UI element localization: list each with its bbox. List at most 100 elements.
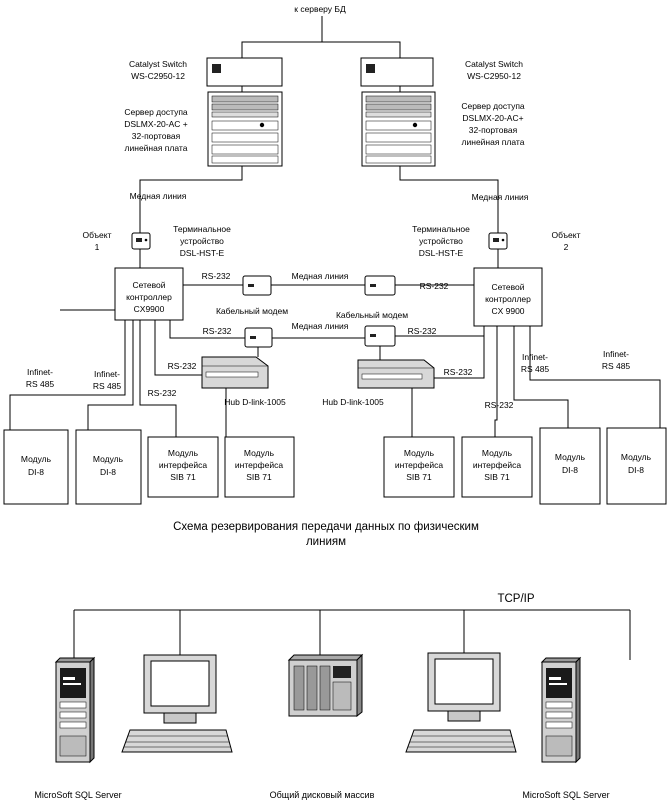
sql-server-left [54, 656, 96, 764]
terminal-right-line2: устройство [419, 236, 463, 246]
copper-line-left-label: Медная линия [130, 191, 187, 201]
copper-line-left [139, 166, 243, 233]
terminal-left-line3: DSL-HST-E [180, 248, 225, 258]
access-server-right-line2: DSLMX-20-AC+ [462, 113, 523, 123]
cable-modem-icon [244, 327, 273, 348]
caption-line2: линиям [306, 536, 346, 548]
switch-right-model: WS-C2950-12 [467, 71, 521, 81]
module-di8-2-line1: Модуль [93, 454, 124, 464]
dsl-terminal-left [131, 232, 151, 250]
module-sib71-1-line1: Модуль [168, 448, 199, 458]
cable-modem-lower-right [364, 325, 396, 347]
network-controller-right [473, 267, 543, 327]
terminal-left-line1: Терминальное [173, 224, 231, 234]
module-di8-1-line1: Модуль [21, 454, 52, 464]
server-tower-icon [540, 657, 582, 663]
cable-modem-icon [364, 275, 396, 296]
rs232-label: RS-232 [202, 271, 231, 281]
infinet-left-2-line2: RS 485 [93, 381, 122, 391]
module-sib71-4-line2: интерфейса [473, 460, 521, 470]
hub-right-label: Hub D-link-1005 [322, 397, 384, 407]
controller-left-line3: CX9900 [134, 304, 165, 314]
cable-modem-upper-right [364, 275, 396, 296]
object-2-label: Объект [552, 230, 581, 240]
module-di8-4 [606, 427, 667, 505]
controller-right-line2: контроллер [485, 294, 531, 304]
module-di8-1 [3, 429, 69, 505]
rs232-label: RS-232 [148, 388, 177, 398]
module-sib71-1 [147, 436, 219, 498]
infinet-right-1-line2: RS 485 [521, 364, 550, 374]
rs232-label: RS-232 [420, 281, 449, 291]
sql-server-right [540, 656, 582, 764]
cable-modem-icon [242, 275, 272, 296]
network-controller-left [114, 267, 184, 321]
module-sib71-4-line1: Модуль [482, 448, 513, 458]
sql-server-left-label: MicroSoft SQL Server [34, 790, 121, 800]
module-sib71-3-line1: Модуль [404, 448, 435, 458]
rs232-link [494, 326, 498, 437]
hub-left-label: Hub D-link-1005 [224, 397, 286, 407]
access-server-left-line4: линейная плата [125, 143, 188, 153]
sql-server-right-label: MicroSoft SQL Server [522, 790, 609, 800]
access-server-right-line3: 32-портовая [469, 125, 518, 135]
switch-logo-icon [366, 64, 375, 73]
workstation-right [405, 652, 517, 753]
switch-left [206, 57, 283, 87]
access-server-right-line4: линейная плата [462, 137, 525, 147]
module-sib71-4-line3: SIB 71 [484, 472, 510, 482]
infinet-left-2-line1: Infinet- [94, 369, 120, 379]
infinet-right-2-line1: Infinet- [603, 349, 629, 359]
switch-left-name: Catalyst Switch [129, 59, 187, 69]
object-1-label: Объект [83, 230, 112, 240]
copper-line-lower-label: Медная линия [292, 321, 349, 331]
copper-line-right-label: Медная линия [472, 192, 529, 202]
object-1-number: 1 [95, 242, 100, 252]
workstation-left [121, 654, 233, 753]
module-sib71-2-line2: интерфейса [235, 460, 283, 470]
access-server-left-line3: 32-портовая [132, 131, 181, 141]
hub-left [201, 356, 269, 389]
infinet-left-1-line1: Infinet- [27, 367, 53, 377]
module-sib71-3-line3: SIB 71 [406, 472, 432, 482]
module-sib71-2-line3: SIB 71 [246, 472, 272, 482]
infinet-left-1-line2: RS 485 [26, 379, 55, 389]
module-di8-3 [539, 427, 601, 505]
rs232-link [139, 320, 177, 437]
top-label: к серверу БД [294, 4, 346, 14]
storage-label: Общий дисковый массив [270, 790, 375, 800]
hub-right [357, 359, 435, 389]
infinet-link [87, 320, 134, 430]
infinet-link [529, 326, 661, 428]
disk-array [287, 653, 364, 718]
module-sib71-4 [461, 436, 533, 498]
controller-right-line3: CX 9900 [491, 306, 524, 316]
rs232-label: RS-232 [485, 400, 514, 410]
infinet-right-2-line2: RS 485 [602, 361, 631, 371]
access-server-left-line2: DSLMX-20-AC + [124, 119, 188, 129]
access-server-left-line1: Сервер доступа [124, 107, 188, 117]
tcpip-label: TCP/IP [497, 593, 534, 605]
terminal-right-line3: DSL-HST-E [419, 248, 464, 258]
module-sib71-2 [224, 436, 295, 498]
rs232-label: RS-232 [408, 326, 437, 336]
object-2-number: 2 [564, 242, 569, 252]
rs232-link [169, 320, 245, 339]
module-sib71-2-line1: Модуль [244, 448, 275, 458]
module-sib71-1-line3: SIB 71 [170, 472, 196, 482]
copper-line-middle-label: Медная линия [292, 271, 349, 281]
module-di8-3-line1: Модуль [555, 452, 586, 462]
controller-right-line1: Сетевой [491, 282, 524, 292]
cable-modem-lower-left [244, 327, 273, 348]
module-di8-2 [75, 429, 142, 505]
cable-modem-left-label: Кабельный модем [216, 306, 288, 316]
cable-modem-right-label: Кабельный модем [336, 310, 408, 320]
rs232-label: RS-232 [203, 326, 232, 336]
caption-line1: Схема резервирования передачи данных по … [173, 521, 479, 533]
infinet-link [513, 326, 569, 428]
module-di8-3-line2: DI-8 [562, 465, 578, 475]
controller-left-line1: Сетевой [132, 280, 165, 290]
access-server-right [361, 91, 436, 167]
module-sib71-3 [383, 436, 455, 498]
